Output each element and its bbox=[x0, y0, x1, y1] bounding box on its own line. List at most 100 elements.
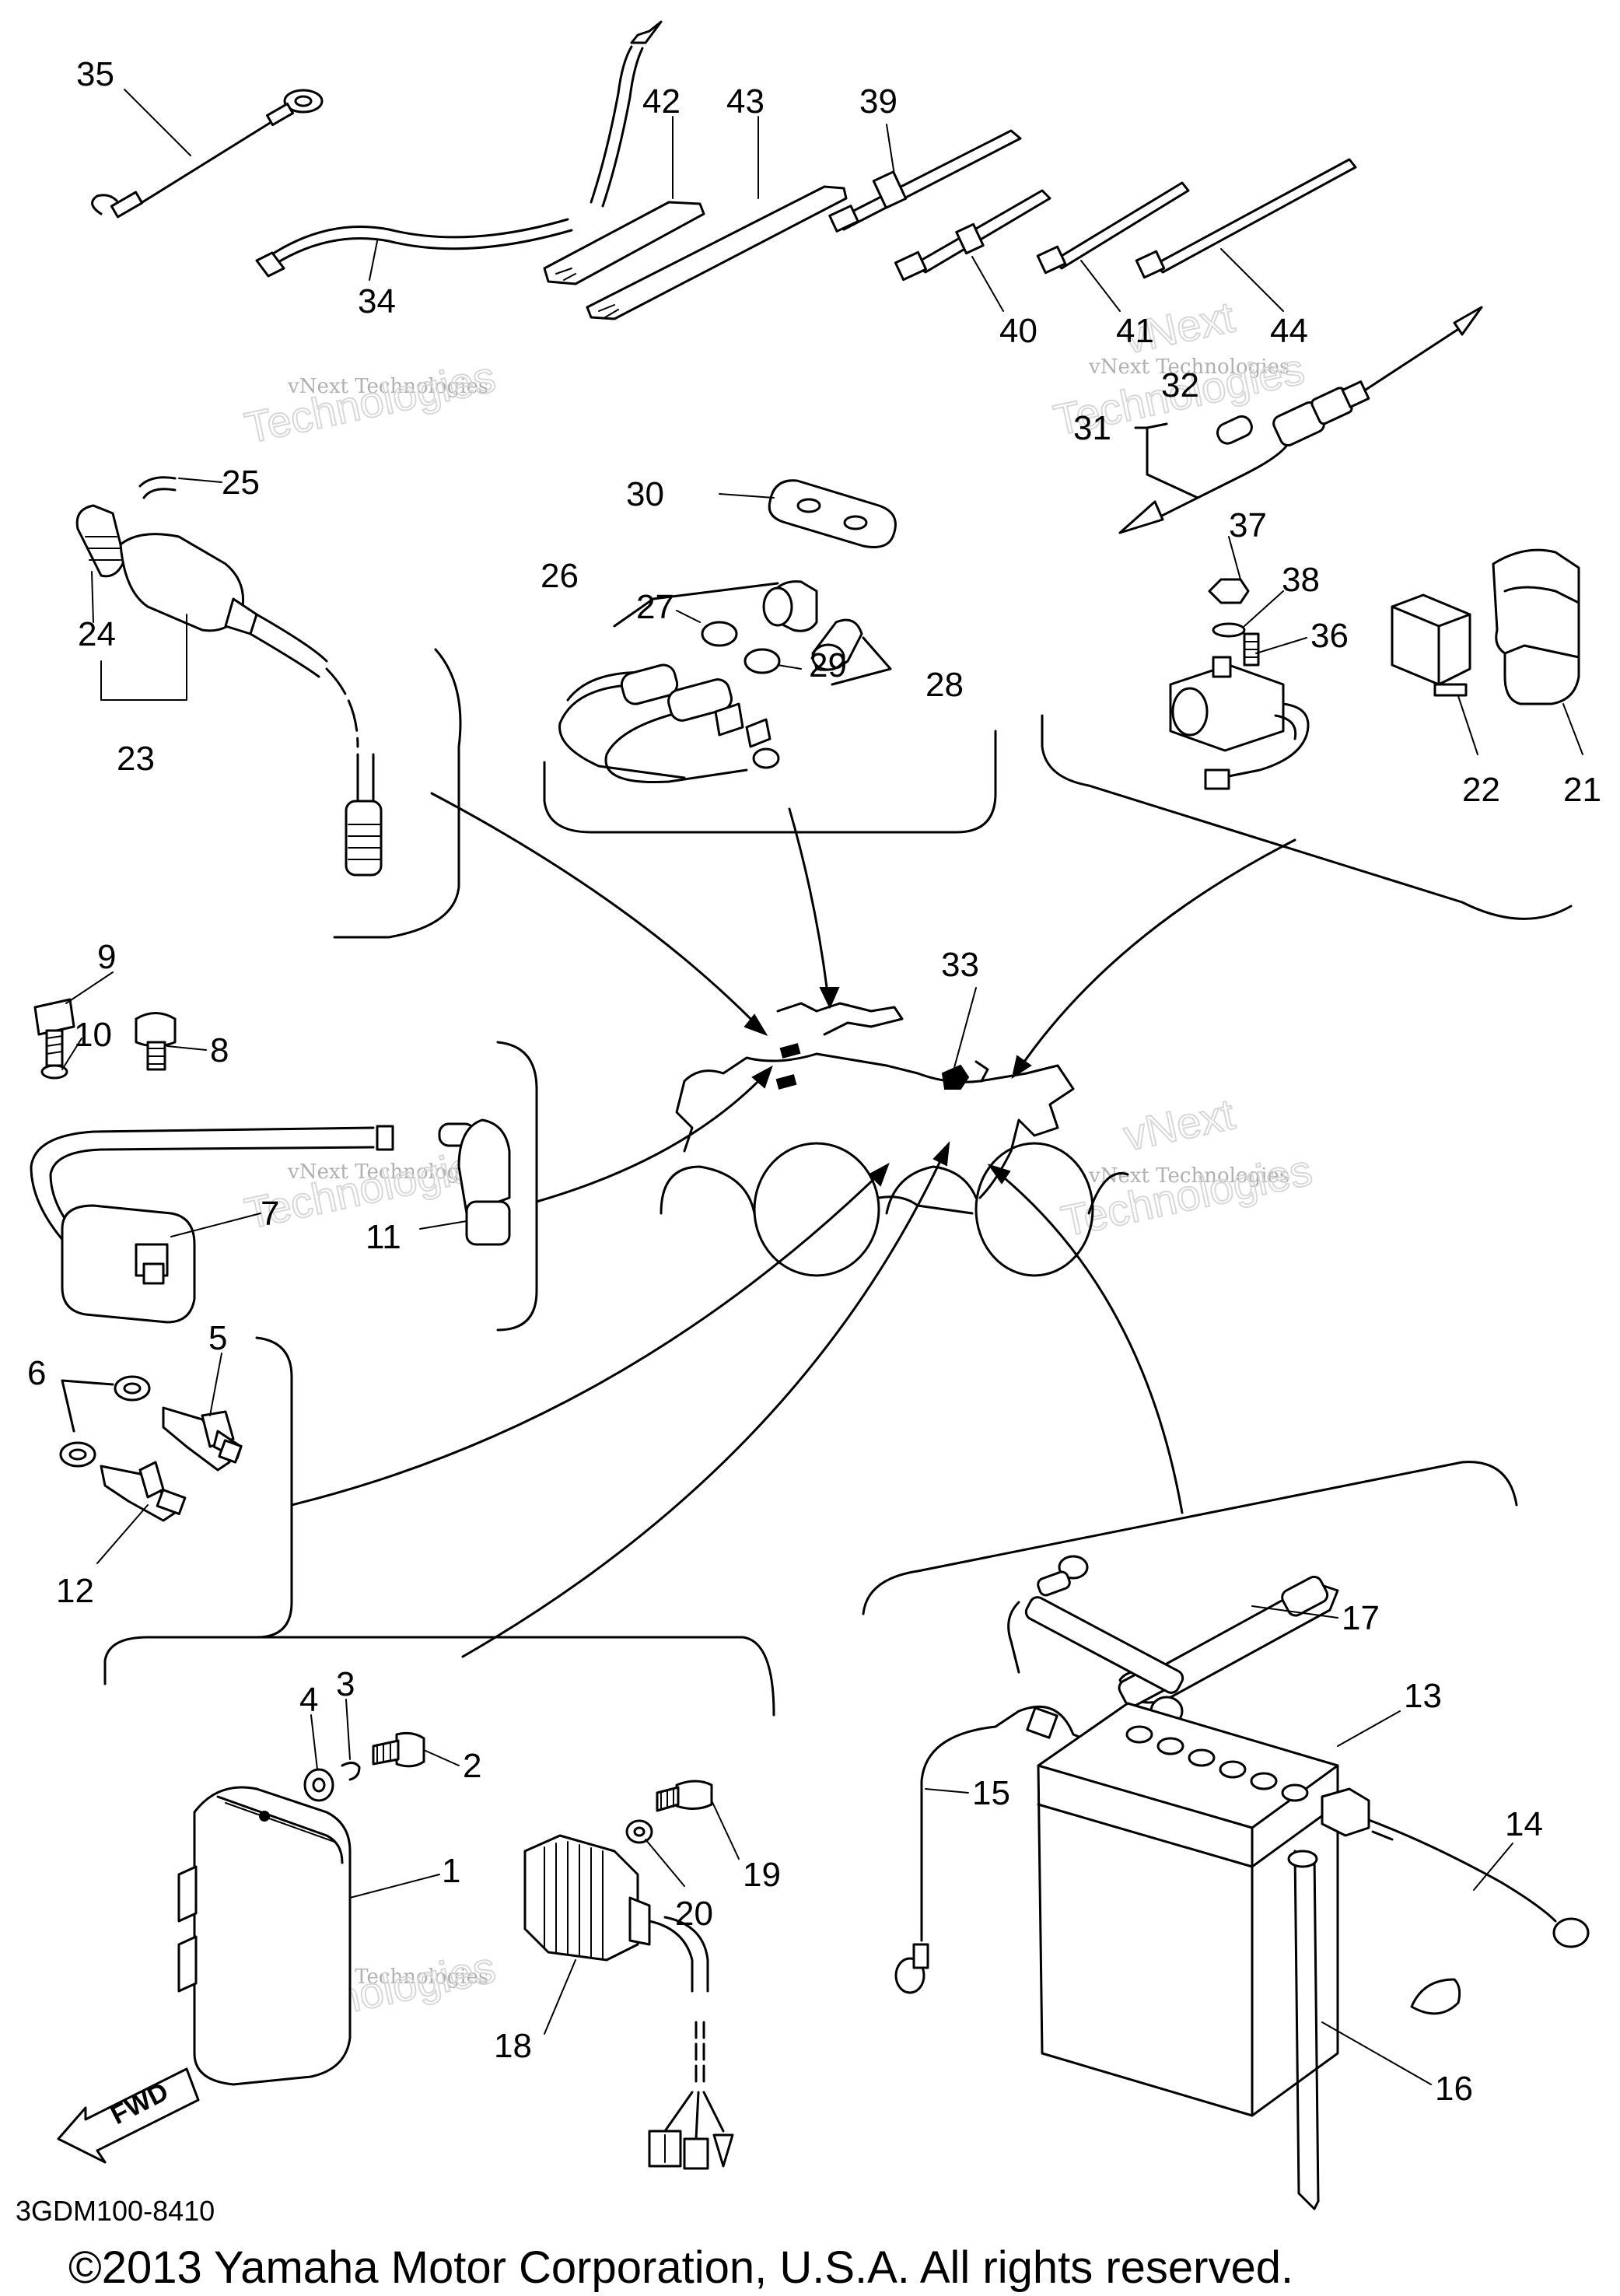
band-43 bbox=[586, 185, 848, 320]
leader-20 bbox=[645, 1839, 685, 1887]
leader-39 bbox=[886, 124, 895, 176]
callout-43: 43 bbox=[726, 82, 765, 121]
callout-18: 18 bbox=[494, 2027, 532, 2065]
callout-36: 36 bbox=[1310, 617, 1349, 655]
part-5-6-12-plugs bbox=[59, 1375, 243, 1522]
callout-9: 9 bbox=[97, 938, 116, 976]
callout-14: 14 bbox=[1505, 1805, 1543, 1843]
callout-2: 2 bbox=[463, 1747, 481, 1785]
guide-arrow-coil bbox=[535, 1072, 768, 1203]
part-34-wire bbox=[255, 20, 663, 278]
guide-arrow-relays bbox=[1017, 838, 1296, 1071]
callout-25: 25 bbox=[222, 464, 260, 502]
callout-29: 29 bbox=[809, 646, 847, 684]
leader-9 bbox=[65, 971, 114, 1004]
leader-29 bbox=[777, 664, 802, 670]
leader-38 bbox=[1244, 590, 1284, 627]
callout-26: 26 bbox=[541, 557, 579, 595]
leader-15 bbox=[925, 1788, 969, 1794]
guide-arrow-cdi bbox=[461, 1150, 946, 1658]
leader-24 bbox=[91, 571, 94, 623]
vehicle-body-outline bbox=[683, 1052, 1075, 1199]
drawing-code: 3GDM100-8410 bbox=[16, 2195, 215, 2227]
bracket-28 bbox=[831, 636, 892, 686]
part-29 bbox=[744, 648, 781, 674]
tie-44 bbox=[1153, 158, 1357, 274]
bracket-6 bbox=[61, 1379, 114, 1433]
callout-19: 19 bbox=[743, 1856, 781, 1894]
part-21-cover bbox=[1492, 548, 1580, 705]
leader-12 bbox=[96, 1504, 149, 1564]
leader-34 bbox=[369, 240, 378, 281]
callout-10: 10 bbox=[74, 1016, 112, 1054]
vehicle-seat bbox=[776, 1002, 904, 1036]
part-3-lock bbox=[341, 1762, 361, 1781]
bracket-plugs bbox=[255, 1336, 293, 1639]
callout-33: 33 bbox=[941, 946, 979, 984]
leader-21 bbox=[1562, 703, 1583, 755]
callout-32: 32 bbox=[1161, 366, 1199, 404]
callout-30: 30 bbox=[626, 475, 664, 513]
callout-24: 24 bbox=[78, 615, 116, 653]
callout-11: 11 bbox=[366, 1218, 401, 1256]
leader-33 bbox=[952, 987, 977, 1074]
tie-41 bbox=[1052, 181, 1190, 270]
bracket-battery bbox=[862, 1461, 1518, 1615]
callout-6: 6 bbox=[27, 1354, 46, 1392]
part-35-earth-lead bbox=[91, 89, 324, 219]
watermark-text-2: vNext Technologies bbox=[1088, 355, 1289, 379]
part-8-9-10-bolts bbox=[33, 998, 177, 1080]
vehicle-front-wheel bbox=[974, 1142, 1094, 1277]
part-32 bbox=[1216, 415, 1253, 445]
callout-35: 35 bbox=[76, 55, 114, 93]
part-25 bbox=[138, 476, 177, 488]
part-31-32-plug-cap bbox=[1118, 306, 1483, 534]
callout-39: 39 bbox=[859, 82, 897, 121]
leader-23 bbox=[100, 614, 187, 701]
callout-7: 7 bbox=[261, 1195, 279, 1233]
bracket-relays bbox=[1041, 714, 1573, 920]
vehicle-silhouette bbox=[660, 1002, 1129, 1277]
part-24 bbox=[75, 504, 126, 578]
watermark-text-1: vNext Technologies bbox=[287, 375, 488, 398]
part-26-29-fittings bbox=[558, 580, 892, 784]
part-13-battery bbox=[1037, 1702, 1339, 2117]
callout-21: 21 bbox=[1563, 771, 1601, 809]
bracket-fittings bbox=[543, 730, 997, 834]
callout-22: 22 bbox=[1462, 771, 1500, 809]
part-11-cap bbox=[457, 1118, 511, 1215]
part-21-22-boxes bbox=[1391, 548, 1580, 705]
leader-41 bbox=[1080, 260, 1121, 312]
tie-40 bbox=[912, 189, 1051, 274]
leader-35 bbox=[124, 89, 191, 156]
watermark-top-4: vNext bbox=[1119, 1089, 1239, 1160]
part-36-38-relay bbox=[1169, 578, 1310, 790]
bracket-cdi bbox=[103, 1636, 775, 1717]
bracket-coil bbox=[496, 1041, 538, 1332]
part-13-17-battery bbox=[894, 1555, 1590, 2210]
leader-10 bbox=[61, 1038, 82, 1070]
guide-arrows bbox=[290, 792, 1296, 1658]
part-19-bolt bbox=[675, 1780, 713, 1810]
callout-15: 15 bbox=[972, 1774, 1010, 1812]
guide-arrow-harness bbox=[430, 792, 764, 1032]
callout-16: 16 bbox=[1435, 2070, 1473, 2108]
part-9-bolt bbox=[33, 998, 75, 1036]
watermark-text-4: vNext Technologies bbox=[1088, 1164, 1289, 1188]
callout-12: 12 bbox=[56, 1572, 94, 1610]
leader-1 bbox=[349, 1874, 440, 1899]
leader-8 bbox=[166, 1045, 207, 1051]
callout-44: 44 bbox=[1270, 312, 1308, 350]
bracket-26 bbox=[613, 582, 779, 628]
guide-arrow-battery bbox=[994, 1169, 1184, 1514]
vehicle-left-fender bbox=[660, 1165, 756, 1215]
leader-14 bbox=[1473, 1843, 1513, 1891]
leader-4 bbox=[310, 1714, 318, 1770]
tie-39 bbox=[831, 129, 1022, 231]
part-38-washer bbox=[1212, 622, 1246, 638]
callout-38: 38 bbox=[1282, 561, 1320, 599]
guide-arrow-plugs bbox=[290, 1169, 884, 1507]
leader-27 bbox=[676, 610, 701, 623]
part-23-24-25-cap bbox=[75, 476, 383, 877]
leader-22 bbox=[1457, 695, 1478, 755]
